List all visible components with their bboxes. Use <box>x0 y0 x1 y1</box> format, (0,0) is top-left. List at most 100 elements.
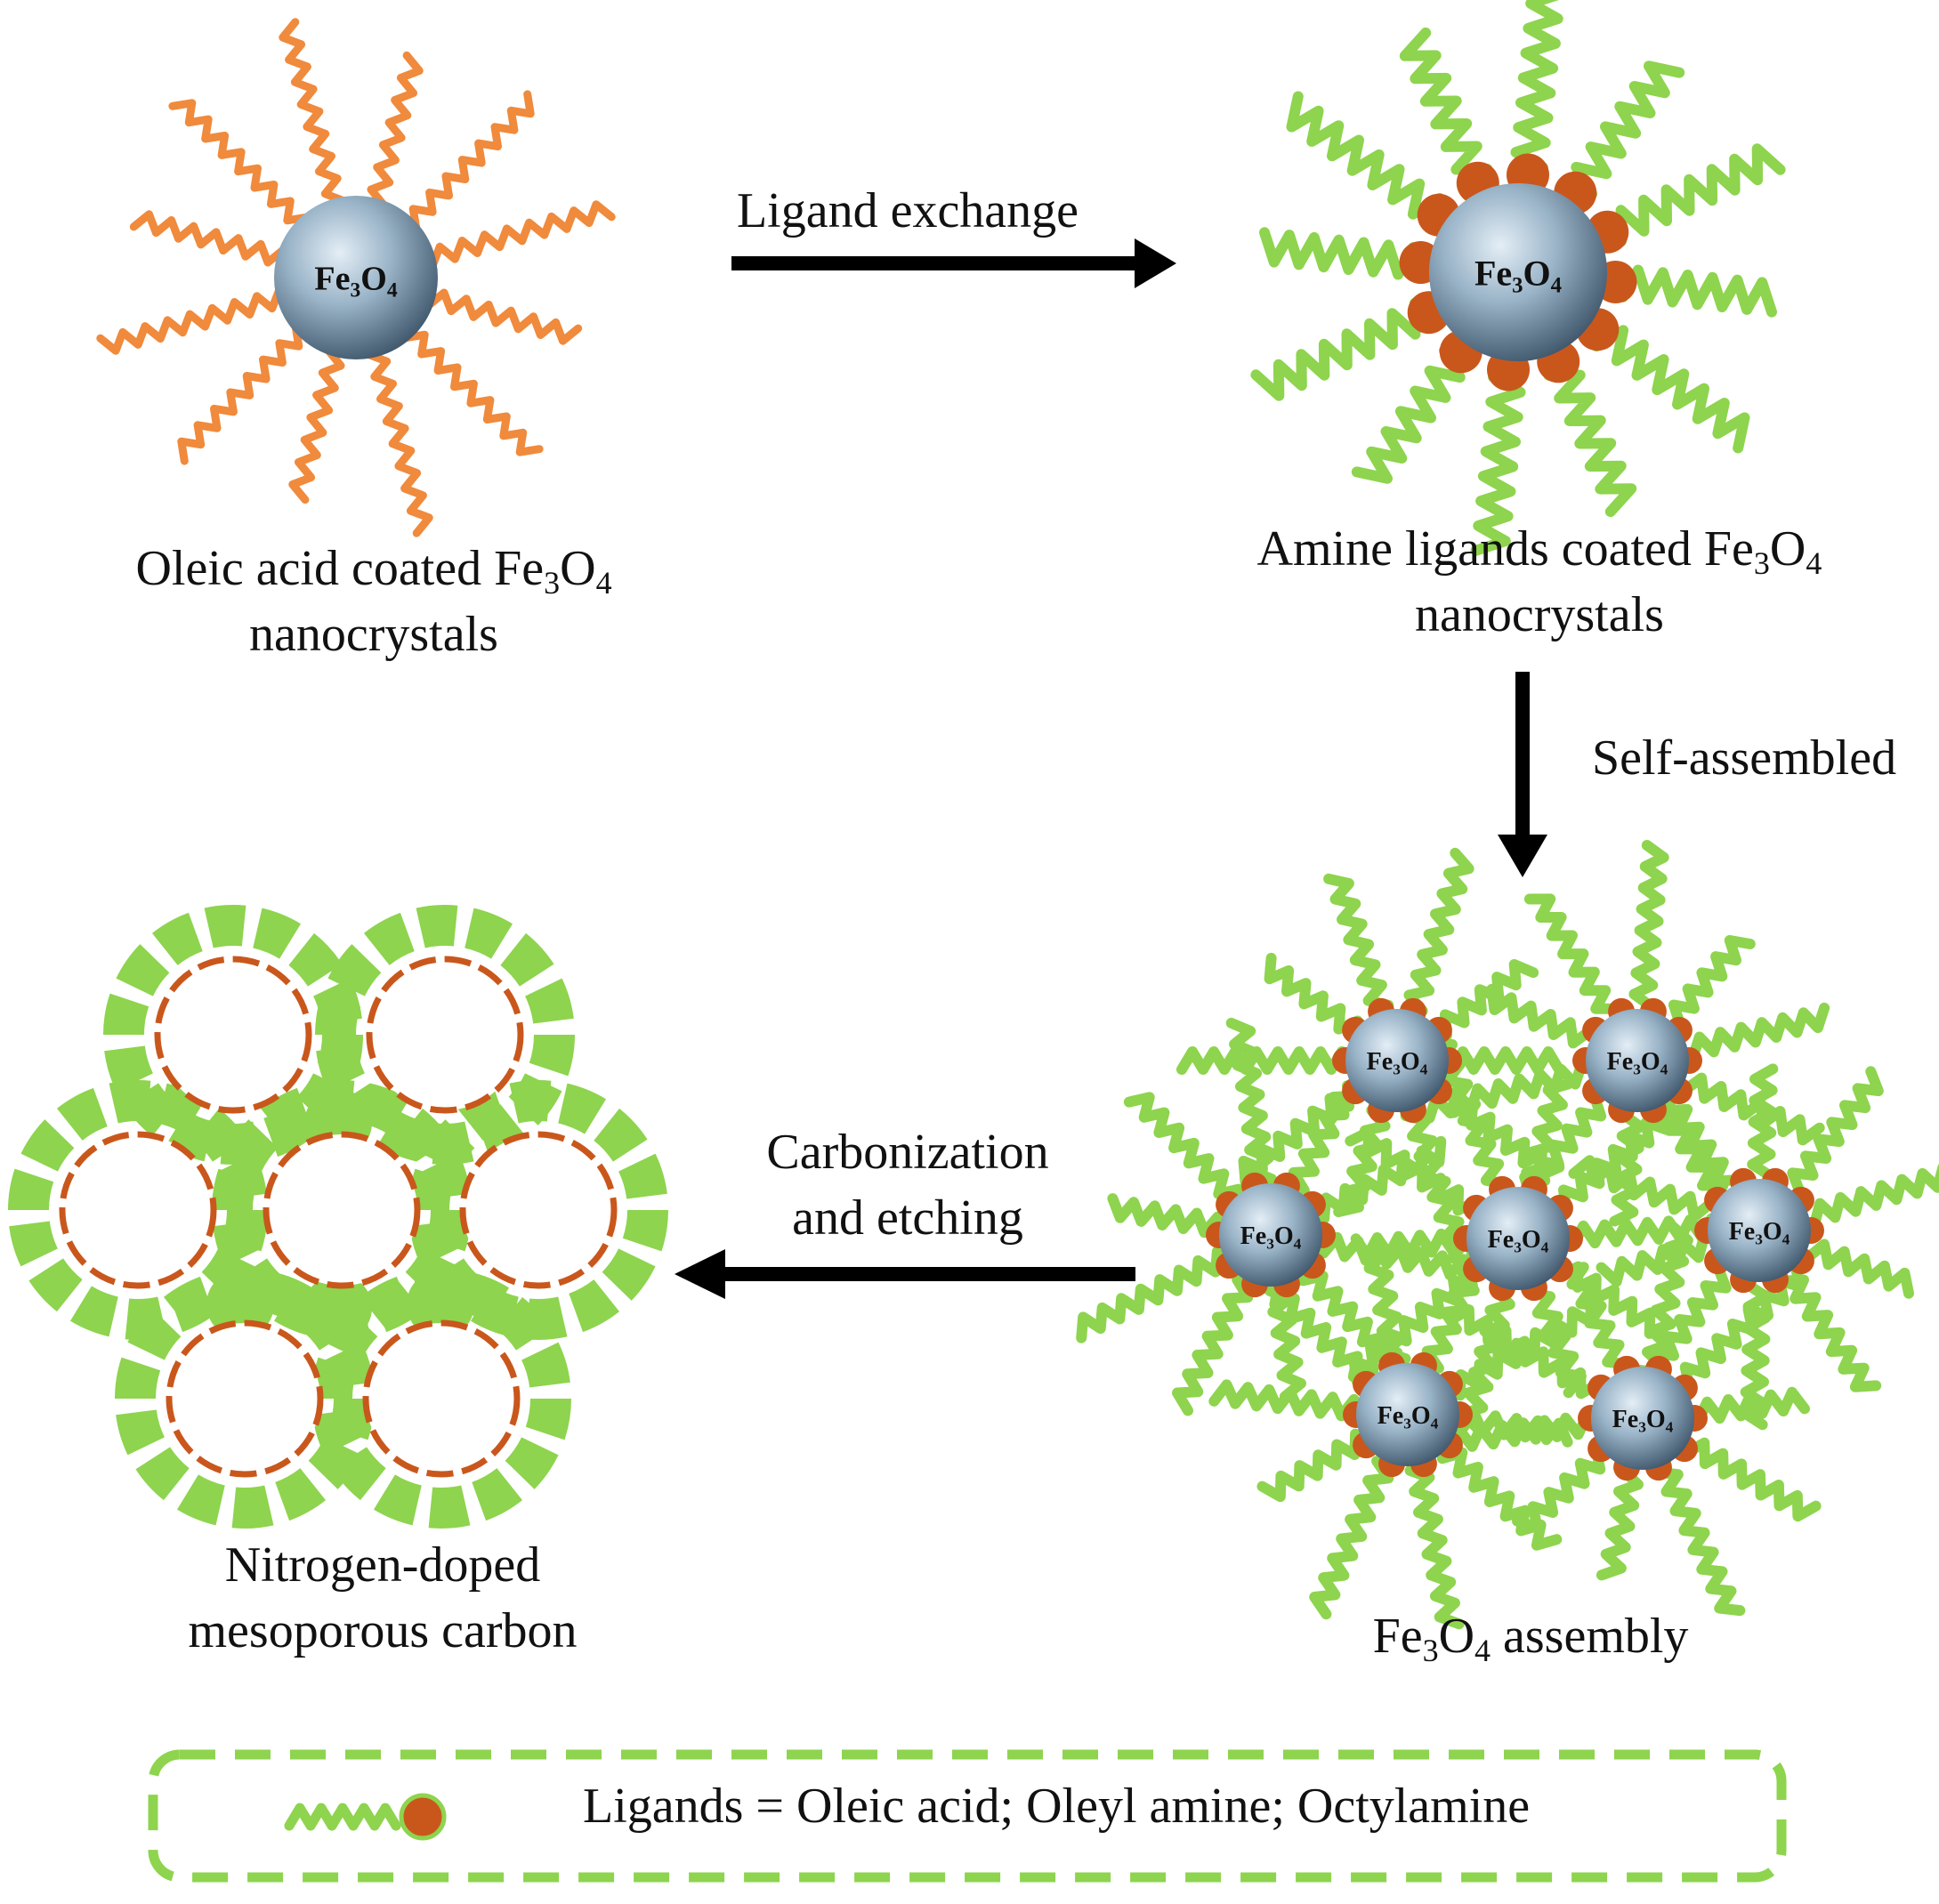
assembly-chain <box>1309 1456 1394 1620</box>
carbon-wall-segment <box>568 1279 620 1333</box>
amine-chain <box>1571 61 1685 199</box>
carbon-wall-segment <box>56 1087 109 1142</box>
carbon-wall-segment <box>274 1467 327 1521</box>
legend-head-group <box>399 1793 447 1841</box>
assembly-label: Fe3O4 assembly <box>1264 1603 1798 1669</box>
fe3o4-particle-label: Fe3O4 <box>1729 1218 1790 1248</box>
mesopore <box>59 1131 217 1289</box>
amine-O: O <box>1769 521 1806 577</box>
amine-label-line2: nanocrystals <box>1415 587 1664 642</box>
carbon-wall-segment <box>499 932 554 988</box>
carbon-wall-segment <box>116 1408 166 1456</box>
carbon-wall-segment <box>312 1408 362 1456</box>
assembly-chain <box>1319 1135 1447 1224</box>
oleic-acid-chain <box>428 200 616 270</box>
assembly-chain <box>1363 1248 1411 1365</box>
carbon-wall-segment <box>529 1034 575 1077</box>
assembly-chain <box>1803 1238 1914 1299</box>
carbon-wall-segment <box>428 1485 471 1529</box>
assembly-chain <box>1687 1002 1830 1062</box>
assembly-chain <box>1107 1193 1224 1238</box>
arrow-down-shaft <box>1515 672 1530 841</box>
assembly-chain <box>1668 935 1756 1030</box>
carbon-wall-segment <box>135 1446 190 1501</box>
legend-ligand-chain <box>284 1803 401 1831</box>
assembly-chain <box>1486 983 1596 1049</box>
carbon-label-line1: Nitrogen-doped <box>224 1537 541 1593</box>
carbon-wall-segment <box>618 1153 667 1200</box>
assembly-chain <box>1809 1164 1939 1230</box>
carbon-wall-segment <box>176 1474 226 1526</box>
carbon-wall-segment <box>28 1257 84 1312</box>
carbon-wall-segment <box>602 1247 656 1301</box>
carbon-wall-segment <box>8 1168 54 1211</box>
carbon-wall-segment <box>360 1276 412 1330</box>
assembly-chain <box>1596 1231 1709 1287</box>
carbon-wall-segment <box>103 993 149 1036</box>
assembly-chain <box>1445 1304 1604 1400</box>
carbon-wall-segment <box>557 1083 607 1134</box>
oleic-acid-chain <box>177 322 303 465</box>
amine-chain <box>1510 0 1563 173</box>
assembly-chain <box>1524 1287 1587 1399</box>
oleic-acid-chain <box>288 346 345 504</box>
amine-coated-label: Amine ligands coated Fe3O4 nanocrystals <box>1184 516 1895 648</box>
arrow-right-head <box>1135 238 1176 288</box>
assembly-Fe: Fe <box>1372 1609 1423 1664</box>
fe3o4-particle-label: Fe3O4 <box>314 261 397 303</box>
carbon-wall-segment <box>408 1168 455 1211</box>
carbon-wall-segment <box>204 905 246 948</box>
carbon-wall-segment <box>593 1108 648 1163</box>
fe3o4-particle-label: Fe3O4 <box>1607 1048 1668 1078</box>
carbon-wall-segment <box>311 1357 358 1400</box>
amine-chain <box>1286 91 1445 220</box>
arrow-left-shaft <box>721 1267 1135 1281</box>
carbon-wall-segment <box>505 1436 559 1489</box>
mesopore <box>459 1131 618 1289</box>
amine-sub4: 4 <box>1806 545 1822 581</box>
assembly-chain <box>1208 1379 1360 1422</box>
oleic-sub3: 3 <box>544 565 561 601</box>
assembly-chain <box>1225 1017 1278 1185</box>
carbon-wall-segment <box>360 1083 410 1134</box>
assembly-chain <box>1350 1227 1468 1262</box>
fe3o4-particle-label: Fe3O4 <box>1240 1222 1302 1253</box>
amine-chain <box>1543 369 1637 518</box>
oleic-acid-chain <box>364 350 433 537</box>
assembly-chain <box>1403 847 1474 1017</box>
mesopore <box>166 1319 324 1478</box>
fe3o4-sphere <box>1466 1187 1570 1290</box>
carbon-wall-segment <box>157 1083 206 1134</box>
assembly-chain <box>1323 873 1394 1011</box>
amine-chain <box>1399 27 1493 175</box>
self-assembled-label: Self-assembled <box>1591 730 1897 786</box>
fe3o4-sphere <box>1219 1183 1322 1287</box>
assembly-chain <box>1596 1464 1644 1581</box>
fe3o4-particle-label: Fe3O4 <box>1612 1406 1674 1436</box>
amine-label-line1: Amine ligands coated Fe <box>1256 521 1754 577</box>
oleic-coated-label: Oleic acid coated Fe3O4 nanocrystals <box>53 536 694 667</box>
assembly-chain <box>1447 1046 1564 1075</box>
carbon-wall-segment <box>509 1080 552 1124</box>
carbon-wall-segment <box>212 1168 258 1211</box>
oleic-acid-chain <box>168 99 311 225</box>
mesopore <box>366 956 524 1114</box>
assembly-chain <box>1345 1126 1483 1216</box>
fe3o4-particle-label: Fe3O4 <box>1474 253 1562 297</box>
carbonization-label: Carbonization and etching <box>721 1119 1095 1251</box>
carbon-wall-segment <box>525 1398 571 1440</box>
assembly-rest: assembly <box>1491 1609 1689 1664</box>
carbon-wall-segment <box>416 905 458 948</box>
assembly-chain <box>1404 1464 1465 1630</box>
carbon-wall-segment <box>421 1119 475 1173</box>
assembly-chain <box>1256 1428 1361 1503</box>
carbon-wall-segment <box>456 1087 509 1142</box>
carbon-wall-segment <box>213 1220 263 1267</box>
carbon-wall-segment <box>327 944 382 997</box>
assembly-chain <box>1172 1274 1254 1416</box>
assembly-sub3: 3 <box>1422 1633 1439 1668</box>
assembly-chain <box>1566 1262 1634 1370</box>
oleic-label-line2: nanocrystals <box>249 607 498 662</box>
assembly-O: O <box>1438 1609 1475 1664</box>
